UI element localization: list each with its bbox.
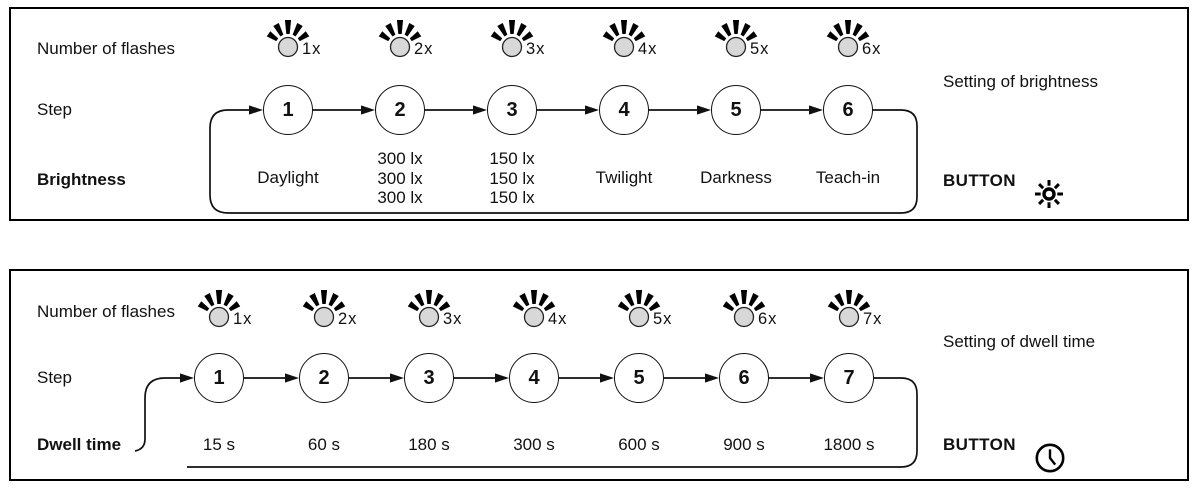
panel-setting-of-dwell-time: Number of flashes Step Dwell time Settin… [9,269,1189,481]
flash-led-icon [827,290,871,328]
step-circle: 4 [509,353,559,403]
flash-count-label: 5x [750,40,770,58]
value-line: Twilight [595,168,653,187]
value-line: Darkness [700,168,772,187]
value-line: 600 s [618,435,660,454]
flash-count-label: 7x [863,310,883,328]
step-circle: 2 [375,85,425,135]
flash-led-icon [302,290,346,328]
value-line: 15 s [202,435,236,454]
value-line: 150 lx [489,149,535,168]
step-circle: 4 [599,85,649,135]
value-line: 60 s [307,435,341,454]
flash-count-label: 4x [548,310,568,328]
sun-brightness-icon [1031,176,1067,212]
flash-led-icon [722,290,766,328]
value-line: Teach-in [815,168,881,187]
flash-led-icon [490,20,534,58]
panel-setting-of-brightness: Number of flashes Step Brightness Settin… [9,7,1189,221]
flash-count-label: 6x [862,40,882,58]
value-line: 1800 s [823,435,875,454]
flash-count-label: 3x [443,310,463,328]
flash-count-label: 3x [526,40,546,58]
dwell-time-value: 1800 s [789,435,909,455]
flash-led-icon [617,290,661,328]
value-line: 300 lx [377,168,423,188]
step-circle: 6 [823,85,873,135]
step-circle: 3 [404,353,454,403]
flash-count-label: 5x [653,310,673,328]
button-label: BUTTON [943,171,1016,190]
flash-led-icon [714,20,758,58]
brightness-value: Teach-in [788,168,908,188]
flash-led-icon [512,290,556,328]
flash-led-icon [197,290,241,328]
row-label-dwell-time: Dwell time [37,435,122,454]
step-circle: 7 [824,353,874,403]
value-line: 150 lx [489,188,535,207]
dwell-time-value: 900 s [684,435,804,455]
clock-icon [1032,440,1068,476]
row-label-number-of-flashes: Number of flashes [37,302,175,321]
flash-count-label: 2x [414,40,434,58]
step-circle: 6 [719,353,769,403]
step-circle: 5 [614,353,664,403]
step-circle: 5 [711,85,761,135]
value-line: 150 lx [489,168,535,188]
flash-count-label: 1x [302,40,322,58]
row-label-brightness: Brightness [37,170,126,189]
brightness-value: Twilight [564,168,684,188]
brightness-value: Daylight [228,168,348,188]
dwell-time-value: 180 s [369,435,489,455]
value-line: 300 s [513,435,555,454]
flash-led-icon [826,20,870,58]
value-line: 300 lx [377,188,423,207]
row-label-step: Step [37,368,72,387]
row-label-number-of-flashes: Number of flashes [37,39,175,58]
value-line: 180 s [408,435,450,454]
value-line: 900 s [723,435,765,454]
flash-count-label: 2x [338,310,358,328]
value-line: Daylight [257,168,319,187]
panel-title-brightness: Setting of brightness [943,72,1098,91]
step-circle: 3 [487,85,537,135]
brightness-flow-lines [209,105,918,214]
flash-count-label: 4x [638,40,658,58]
flash-led-icon [602,20,646,58]
dwell-flow-lines [134,373,918,468]
dwell-time-value: 60 s [264,435,384,455]
dwell-time-value: 600 s [579,435,699,455]
step-circle: 2 [299,353,349,403]
dwell-time-value: 15 s [159,435,279,455]
flash-led-icon [407,290,451,328]
flash-count-label: 1x [233,310,253,328]
step-circle: 1 [194,353,244,403]
flash-count-label: 6x [758,310,778,328]
step-circle: 1 [263,85,313,135]
dwell-time-value: 300 s [474,435,594,455]
brightness-value: Darkness [676,168,796,188]
value-line: 300 lx [377,149,423,168]
panel-title-dwell-time: Setting of dwell time [943,332,1096,351]
flash-led-icon [266,20,310,58]
button-label: BUTTON [943,435,1016,454]
flash-led-icon [378,20,422,58]
row-label-step: Step [37,100,72,119]
